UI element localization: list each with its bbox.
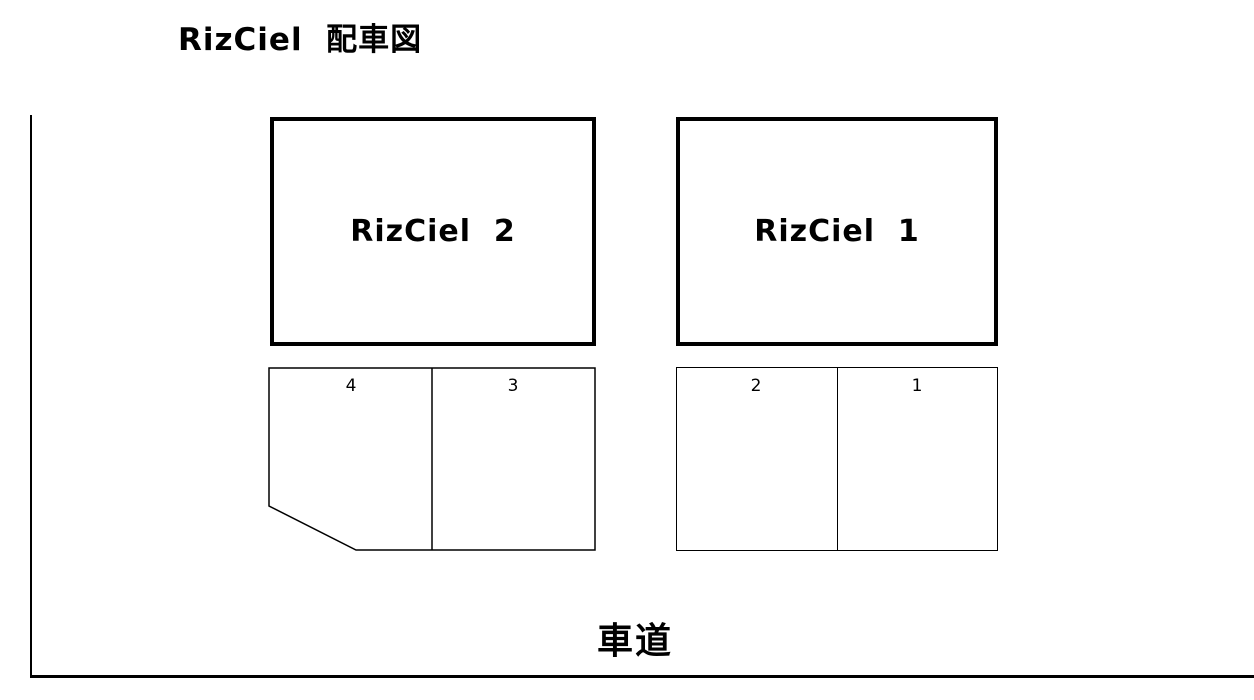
parking-outline-left: [268, 367, 596, 551]
building-rizciel-2: RizCiel 2: [270, 117, 596, 346]
building-label: RizCiel 1: [754, 214, 920, 249]
page-title: RizCiel 配車図: [178, 22, 423, 58]
parking-space-number-2: 2: [750, 376, 762, 396]
building-rizciel-1: RizCiel 1: [676, 117, 998, 346]
parking-space-number-3: 3: [507, 376, 519, 396]
parking-group-right: [676, 367, 998, 551]
parking-group-left: [268, 367, 596, 551]
building-label: RizCiel 2: [350, 214, 516, 249]
parking-space-number-4: 4: [345, 376, 357, 396]
parking-space-number-1: 1: [911, 376, 923, 396]
parking-divider-line: [837, 368, 838, 550]
parking-outline-polygon: [268, 367, 596, 551]
site-boundary-line: [30, 115, 1254, 678]
road-label: 車道: [596, 621, 674, 662]
